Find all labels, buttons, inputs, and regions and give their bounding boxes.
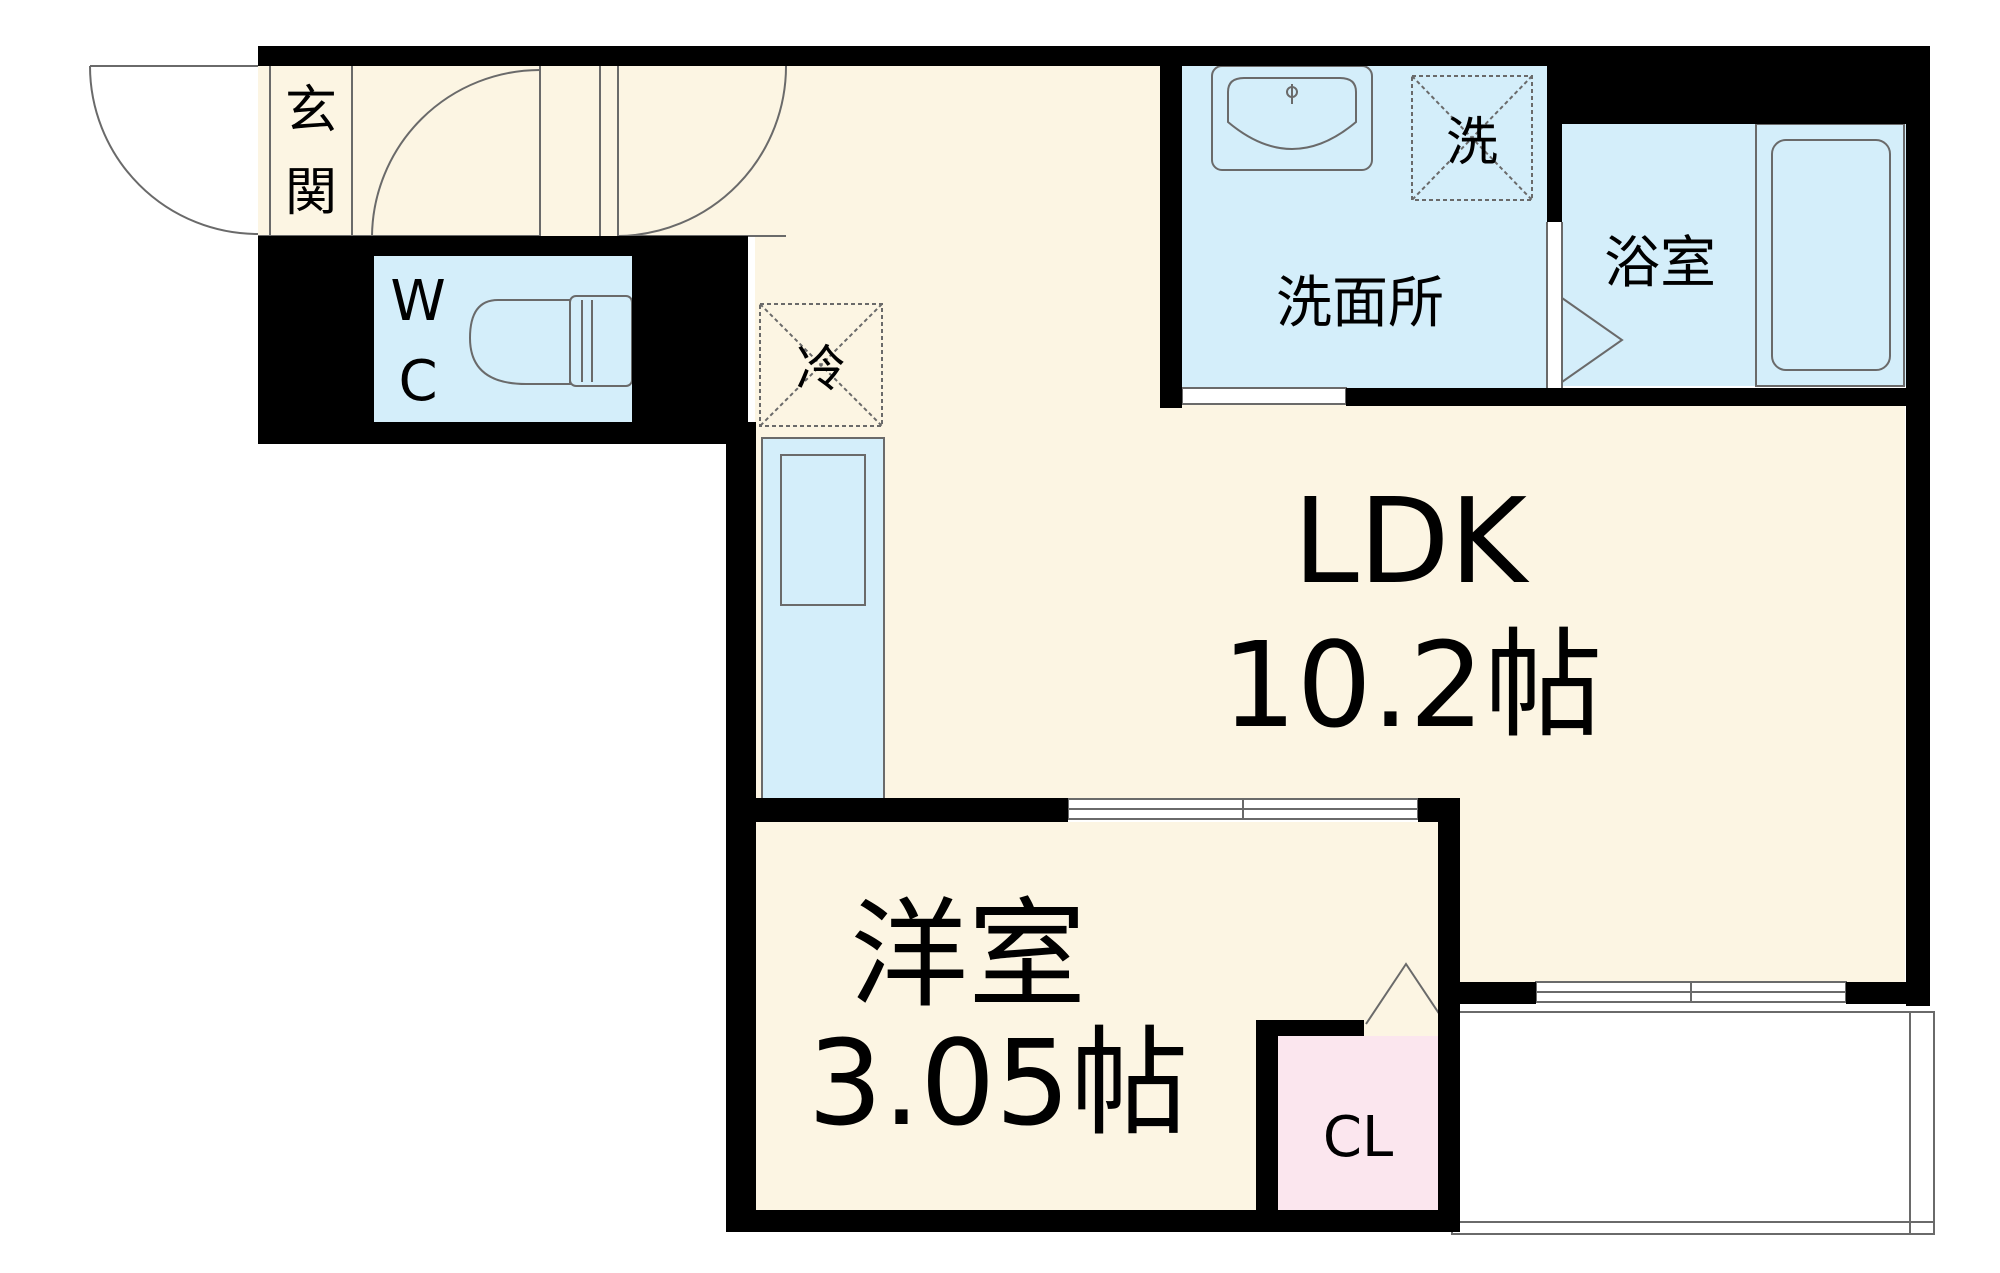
fridge-space	[759, 303, 883, 427]
wc-label-w: W	[390, 269, 445, 334]
wall-wash-bath	[1547, 46, 1562, 222]
wall-corner	[726, 236, 748, 444]
wall-wc-bottom	[258, 422, 748, 444]
openings	[1067, 387, 1847, 1003]
toilet-tank	[569, 295, 633, 387]
genkan-label-char2: 関	[285, 163, 337, 223]
wc-label-c: C	[398, 349, 437, 414]
genkan-floor-strip	[270, 64, 352, 236]
bath-door-marker	[1561, 297, 1624, 383]
walls	[258, 46, 1930, 1232]
wall-washroom-bottom	[1346, 388, 1930, 406]
bathtub-inner	[1771, 139, 1891, 371]
wall-closet-top	[1256, 1020, 1364, 1036]
wall-closet-left	[1256, 1020, 1278, 1232]
western-room-size: 3.05帖	[808, 1014, 1189, 1152]
genkan-label-char1: 玄	[285, 81, 337, 141]
closet-door-marker	[1365, 962, 1447, 1025]
floor-fills	[258, 64, 1906, 1212]
western-room-label: 洋室	[850, 886, 1086, 1024]
wall-top	[258, 46, 1930, 66]
wall-wc-block	[258, 236, 374, 444]
ldk-floor-right	[1165, 405, 1905, 810]
kitchen-sink	[780, 454, 866, 606]
wall-ldk-bottom-mid	[1438, 982, 1536, 1004]
washroom-label: 洗面所	[1276, 271, 1444, 336]
bathroom-label: 浴室	[1604, 231, 1716, 296]
wall-kitchen-left	[726, 422, 756, 1232]
hall-door-swing	[617, 63, 788, 237]
closet-label: CL	[1323, 1105, 1393, 1170]
wall-right	[1906, 46, 1930, 1006]
ldk-label: LDK	[1293, 472, 1530, 610]
washbasin-bowl	[1227, 77, 1357, 150]
genkan-label-source: 玄関	[0, 0, 2, 1]
fridge-label: 冷	[796, 340, 846, 398]
wall-genkan-left	[258, 46, 270, 66]
labels: 玄 関 玄関 W C 冷 洗 洗面所 浴室 LDK 10.2帖 洋室 3.05帖…	[0, 0, 1716, 1170]
wall-western-top-left	[726, 798, 1068, 822]
fixtures	[258, 64, 1935, 1235]
washroom-door	[1181, 387, 1347, 405]
wall-ldk-bottom-right	[1846, 982, 1930, 1004]
washing-machine-space	[1411, 75, 1533, 201]
wall-bath-top	[1547, 46, 1930, 124]
washing-machine-label: 洗	[1446, 113, 1498, 173]
closet-floor	[1278, 1036, 1438, 1210]
washroom-floor	[1182, 64, 1547, 388]
door-swings	[89, 63, 788, 237]
wall-wc-top	[374, 236, 740, 256]
front-door-swing	[89, 65, 259, 235]
ldk-size: 10.2帖	[1222, 616, 1603, 754]
ldk-floor-lower	[1450, 810, 1905, 988]
wall-western-right	[1438, 798, 1460, 1232]
toilet-bowl	[468, 299, 571, 385]
wall-bottom	[726, 1210, 1460, 1232]
balcony	[1451, 1011, 1935, 1235]
wall-washroom-left	[1160, 46, 1182, 408]
genkan-door-swing	[371, 69, 541, 237]
